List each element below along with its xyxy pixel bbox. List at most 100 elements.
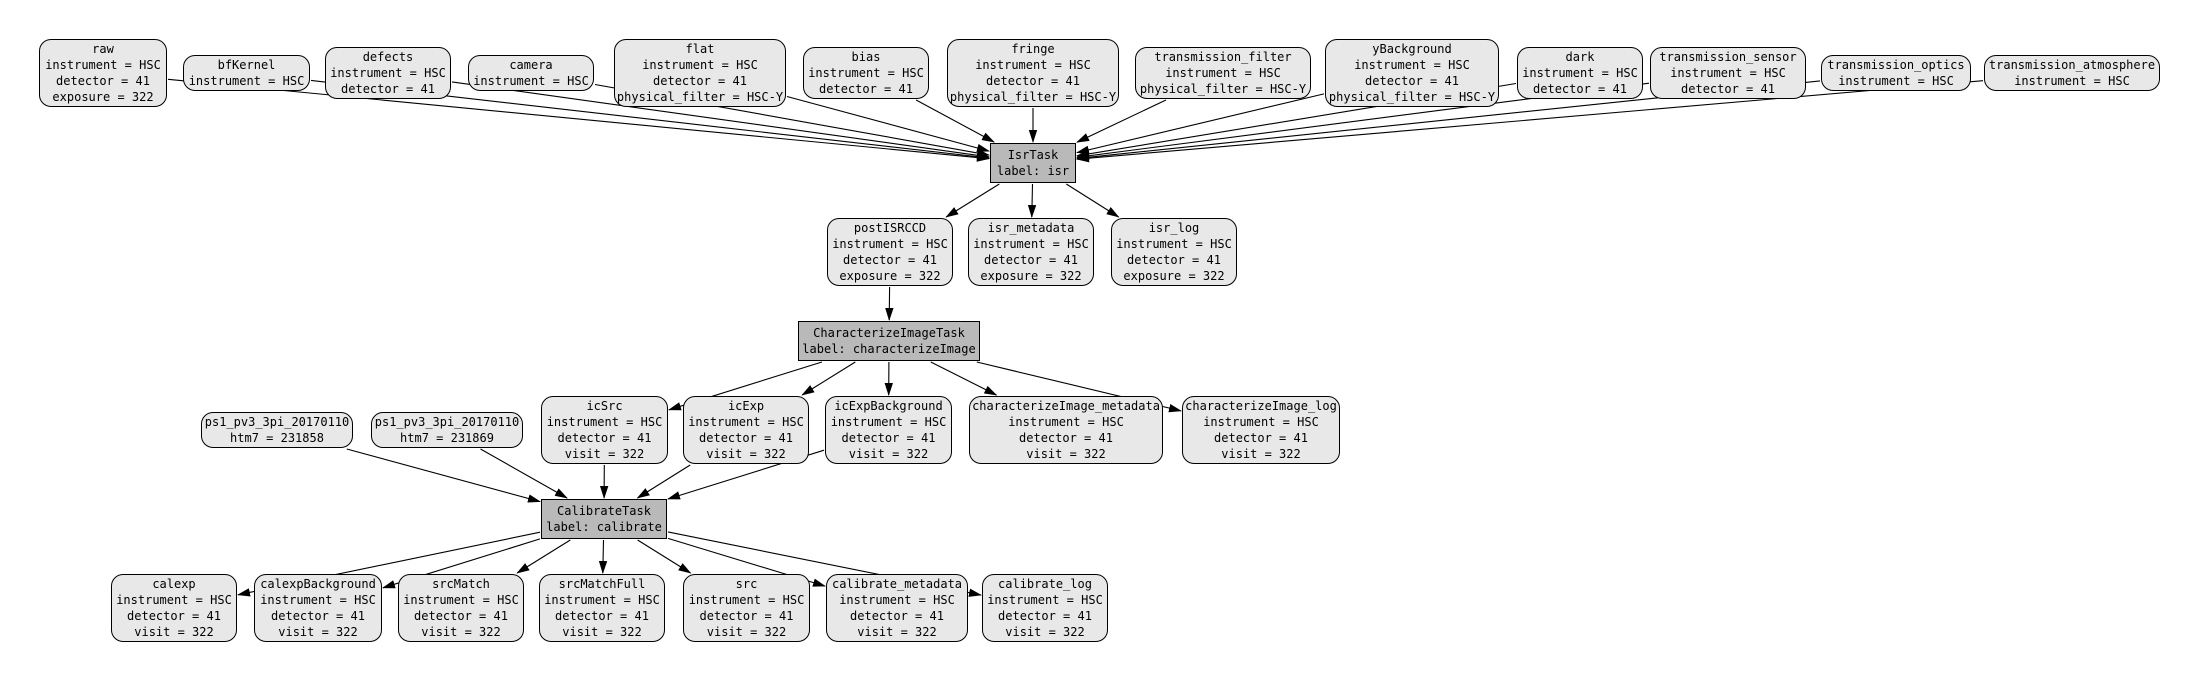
node-attr: detector = 41 (557, 431, 652, 445)
node-calibrate: CalibrateTask label: calibrate (541, 499, 667, 539)
node-attr: instrument = HSC (688, 593, 805, 607)
node-attr: instrument = HSC (839, 593, 955, 607)
node-attr: instrument = HSC (330, 66, 446, 80)
node-attr: exposure = 322 (839, 269, 941, 283)
node-attr: exposure = 322 (980, 269, 1082, 283)
node-attr: instrument = HSC (1008, 415, 1124, 429)
node-attr: instrument = HSC (830, 415, 947, 429)
node-attr: detector = 41 (819, 82, 913, 96)
dataset-title: calibrate_log (998, 577, 1092, 591)
dataset-title: srcMatchFull (558, 577, 646, 591)
edge-isr-postISRCCD (945, 183, 1000, 218)
edge-calibrate-srcMatch (516, 539, 571, 574)
dataset-title: calexpBackground (260, 577, 376, 591)
node-attr: detector = 41 (127, 609, 221, 623)
node-attr: detector = 41 (984, 253, 1078, 267)
edge-isr-isr_log (1066, 183, 1120, 218)
dataset-title: ps1_pv3_3pi_20170110 (204, 415, 350, 429)
edge-transmission_atmosphere-isr (1076, 80, 1984, 163)
node-attr: visit = 322 (706, 447, 786, 461)
node-attr: detector = 41 (1214, 431, 1308, 445)
node-attr: label: calibrate (546, 520, 662, 534)
node-attr: detector = 41 (271, 609, 365, 623)
dataset-title: camera (509, 58, 553, 72)
edge-calibrate-srcMatchFull (598, 539, 608, 574)
node-attr: label: characterizeImage (802, 342, 976, 356)
dataset-title: postISRCCD (853, 221, 927, 235)
dataset-title: srcMatch (432, 577, 490, 591)
node-attr: instrument = HSC (45, 58, 161, 72)
node-srcMatchFull: srcMatchFull instrument = HSC detector = 4… (539, 574, 665, 642)
dataset-title: src (735, 577, 758, 591)
node-attr: detector = 41 (699, 609, 794, 623)
node-attr: visit = 322 (1026, 447, 1106, 461)
node-attr: instrument = HSC (987, 593, 1103, 607)
dataset-title: fringe (1011, 42, 1055, 56)
edge-characterizeImage-icExp (801, 361, 856, 396)
edge-raw-isr (167, 78, 990, 162)
edge-isr-isr_metadata (1027, 183, 1037, 218)
dataset-title: isr_log (1148, 221, 1200, 235)
node-attr: instrument = HSC (975, 58, 1091, 72)
node-attr: instrument = HSC (544, 593, 660, 607)
node-attr: detector = 41 (843, 253, 937, 267)
node-attr: visit = 322 (134, 625, 214, 639)
edge-calibrate-src (637, 539, 692, 574)
node-attr: instrument = HSC (1203, 415, 1319, 429)
edge-ps1_1-calibrate (346, 448, 541, 503)
node-attr: detector = 41 (1533, 82, 1627, 96)
node-attr: detector = 41 (699, 431, 793, 445)
task-title: IsrTask (1007, 148, 1059, 162)
node-attr: instrument = HSC (973, 237, 1089, 251)
node-attr: detector = 41 (986, 74, 1080, 88)
node-attr: instrument = HSC (1354, 58, 1470, 72)
node-attr: detector = 41 (653, 74, 747, 88)
node-attr: instrument = HSC (2014, 74, 2130, 88)
node-attr: instrument = HSC (808, 66, 924, 80)
edge-bias-isr (915, 99, 995, 143)
edge-flat-isr (786, 95, 990, 153)
dataset-title: transmission_sensor (1659, 50, 1797, 64)
node-attr: instrument = HSC (688, 415, 804, 429)
node-transmission_atmosphere: transmission_atmosphere instrument = HSC (1984, 55, 2160, 91)
edge-characterizeImage-characterizeImage_metadata (930, 361, 998, 396)
dataset-title: icSrc (586, 399, 623, 413)
node-src: src instrument = HSC detector = 41 visit = … (683, 574, 810, 642)
node-attr: instrument = HSC (1116, 237, 1232, 251)
node-attr: visit = 322 (564, 447, 645, 461)
dataset-title: transmission_atmosphere (1988, 58, 2156, 72)
node-attr: detector = 41 (56, 74, 150, 88)
dataset-title: calexp (152, 577, 196, 591)
node-attr: detector = 41 (1127, 253, 1221, 267)
node-attr: detector = 41 (555, 609, 649, 623)
node-attr: instrument = HSC (546, 415, 663, 429)
dataset-title: raw (92, 42, 114, 56)
task-title: CalibrateTask (557, 504, 651, 518)
node-attr: visit = 322 (857, 625, 937, 639)
dataset-title: calibrate_metadata (831, 577, 963, 591)
edge-transmission_filter-isr (1076, 99, 1167, 143)
node-attr: visit = 322 (706, 625, 787, 639)
dataset-title: isr_metadata (987, 221, 1075, 235)
node-attr: instrument = HSC (1838, 74, 1954, 88)
node-attr: detector = 41 (341, 82, 435, 96)
node-attr: detector = 41 (1365, 74, 1459, 88)
dataset-title: icExpBackground (834, 399, 943, 413)
node-attr: detector = 41 (998, 609, 1092, 623)
